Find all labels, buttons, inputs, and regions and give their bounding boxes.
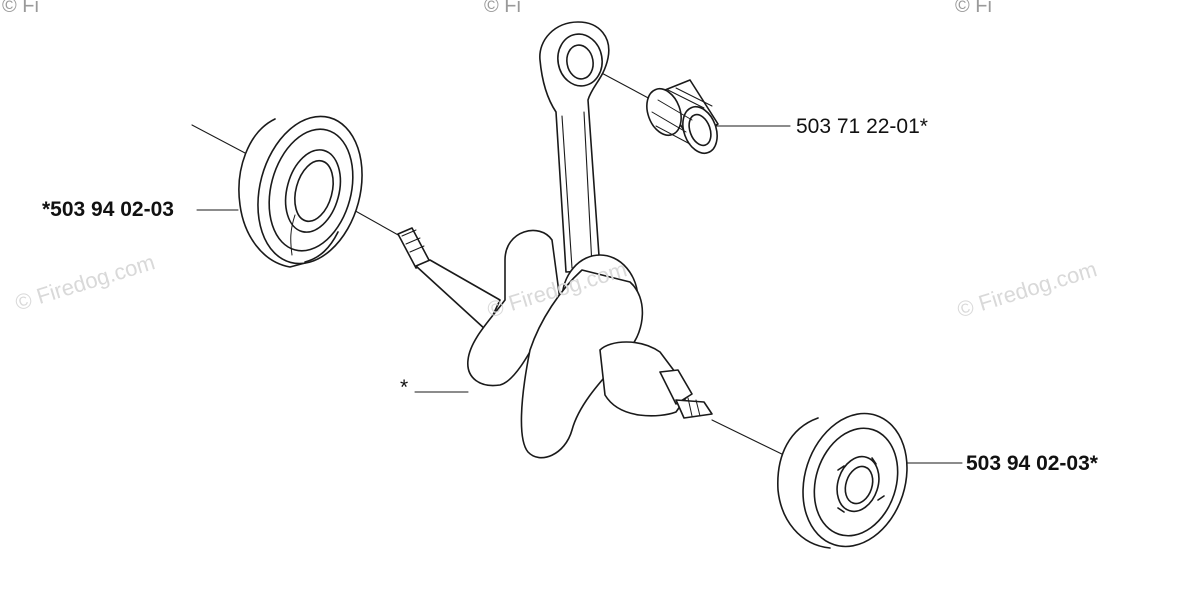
watermark-top-right: © Fi (955, 0, 992, 17)
label-needle-bearing: 503 71 22-01* (796, 115, 928, 138)
crankshaft (397, 227, 713, 459)
needle-bearing (646, 79, 719, 155)
watermark-top-left: © Fi (2, 0, 39, 17)
left-ball-bearing (238, 115, 363, 268)
label-left-bearing: *503 94 02-03 (42, 198, 174, 221)
watermark-top-center: © Fi (484, 0, 521, 17)
label-right-bearing: 503 94 02-03* (966, 452, 1098, 475)
label-crankshaft: * (400, 376, 409, 399)
connecting-rod (539, 21, 610, 273)
right-ball-bearing (777, 412, 908, 549)
